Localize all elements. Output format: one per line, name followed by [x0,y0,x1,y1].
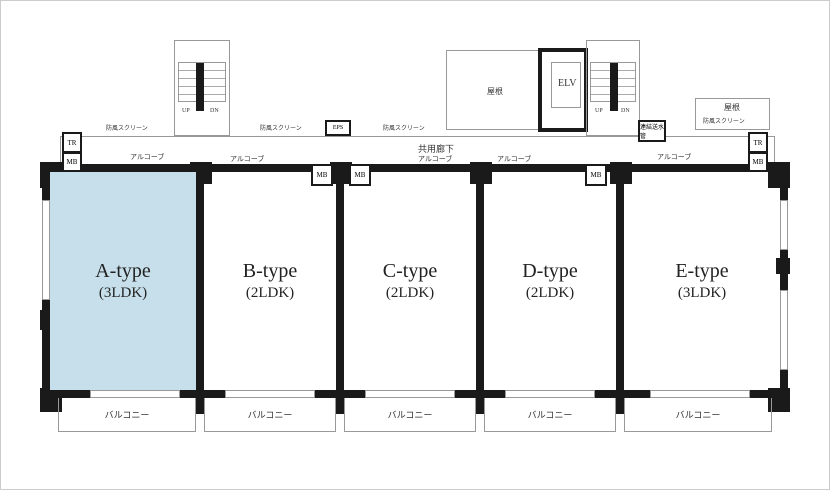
windscreen-label-2: 防風スクリーン [260,126,302,132]
unit-d-type: D-type [522,260,578,282]
unit-e-type: E-type [675,260,729,282]
eps-room: EPS [325,120,351,136]
unit-a-type: A-type [95,260,151,282]
window [225,390,315,398]
wall-right [780,164,788,398]
wall-divider-3 [476,164,484,414]
unit-c[interactable]: C-type (2LDK) [344,172,476,390]
right-roof-label: 屋根 [724,103,740,112]
window [90,390,180,398]
unit-c-layout: (2LDK) [385,285,435,301]
mb-3: MB [585,164,607,186]
alcove-label-2: アルコーブ [230,155,265,163]
corridor-label: 共用廊下 [418,144,455,154]
elevator-car [551,62,581,108]
wall-top [42,164,788,172]
balcony-d: バルコニー [484,398,616,432]
mb-2: MB [349,164,371,186]
column-8 [768,388,790,412]
roof-label: 屋根 [487,87,503,96]
unit-a-layout: (3LDK) [98,285,148,301]
right-windscreen-label: 防風スクリーン [703,119,745,125]
mb-right: MB [748,152,768,172]
balcony-b: バルコニー [204,398,336,432]
column-3 [470,162,492,184]
column-2 [330,162,352,184]
tr-left: TR [62,132,82,153]
window [42,200,50,300]
right-stair-up: UP [595,108,603,114]
windscreen-label-1: 防風スクリーン [106,126,148,132]
mb-left: MB [62,152,82,172]
unit-d[interactable]: D-type (2LDK) [484,172,616,390]
windscreen-label-3: 防風スクリーン [383,126,425,132]
unit-a[interactable]: A-type (3LDK) [50,172,196,390]
unit-e-layout: (3LDK) [677,285,727,301]
tr-right: TR [748,132,768,153]
wall-divider-1 [196,164,204,414]
window [780,290,788,370]
window [780,200,788,250]
window [365,390,455,398]
window [650,390,750,398]
unit-e[interactable]: E-type (3LDK) [624,172,780,390]
unit-c-type: C-type [382,260,438,282]
right-stair-dn: DN [621,108,630,114]
balcony-e: バルコニー [624,398,772,432]
wall-divider-2 [336,164,344,414]
column-4 [610,162,632,184]
left-stair-up: UP [182,108,190,114]
alcove-label-5: アルコーブ [657,153,692,161]
unit-b[interactable]: B-type (2LDK) [204,172,336,390]
right-roof [695,98,770,130]
elevator-label: ELV [558,78,577,89]
alcove-label-4: アルコーブ [497,155,532,163]
alcove-label-3: アルコーブ [418,155,453,163]
column-7 [40,388,62,412]
right-stairwell [586,40,640,136]
alcove-label-1: アルコーブ [130,153,165,161]
column-10 [776,258,790,274]
left-stair-dn: DN [210,108,219,114]
unit-b-type: B-type [242,260,298,282]
left-stair-core [196,63,204,111]
window [505,390,595,398]
wall-divider-4 [616,164,624,414]
unit-b-layout: (2LDK) [245,285,295,301]
left-stairwell [174,40,230,136]
mb-1: MB [311,164,333,186]
right-stair-core [610,63,618,111]
column-6 [768,162,790,188]
balcony-a: バルコニー [58,398,196,432]
standpipe-room: 連結送水管 [638,120,666,142]
unit-d-layout: (2LDK) [525,285,575,301]
balcony-c: バルコニー [344,398,476,432]
